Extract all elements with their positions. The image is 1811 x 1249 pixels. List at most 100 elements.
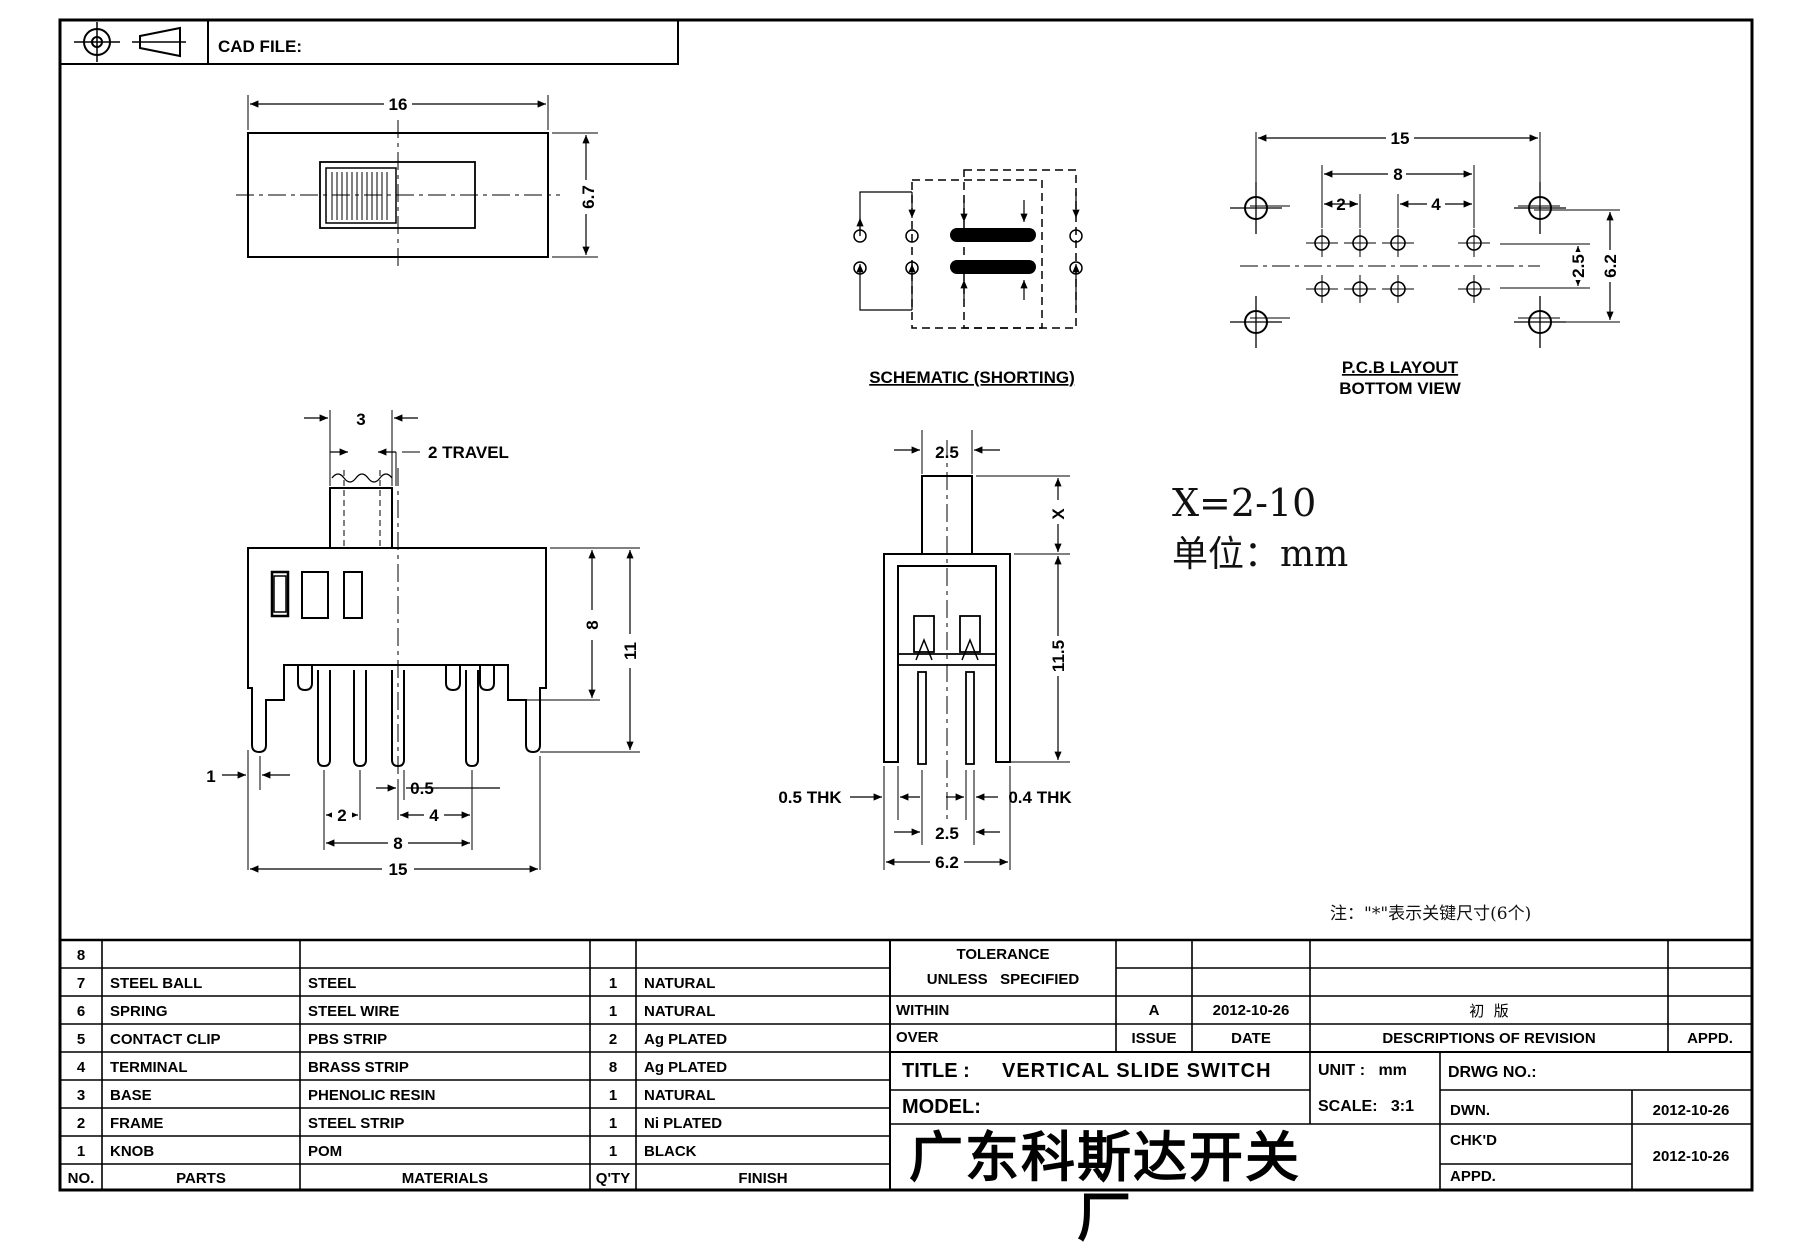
bom-no-cell: 7 [76,975,86,992]
bom-part-cell: FRAME [110,1115,164,1132]
pcb-layout [1240,132,1620,323]
bom-part-cell: SPRING [110,1003,168,1020]
title-value: VERTICAL SLIDE SWITCH [1002,1060,1272,1082]
bom-qty-cell: 1 [608,975,618,992]
pcb-dim-2: 2 [1336,195,1345,214]
revision-issue-label: ISSUE [1131,1030,1177,1047]
bom-finish-cell: NATURAL [644,975,716,992]
title-block: TITLE : VERTICAL SLIDE SWITCH UNIT : mm … [890,1052,1752,1248]
bom-material-cell: PHENOLIC RESIN [308,1087,436,1104]
bom-qty-cell: 2 [608,1031,618,1048]
bom-table-grid [60,938,1752,1190]
bom-finish-cell: BLACK [644,1143,697,1160]
bom-finish-cell: Ag PLATED [644,1031,728,1048]
top-view [236,95,598,270]
table-row: 3 BASE PHENOLIC RESIN 1 NATURAL [60,1080,890,1108]
pcb-dim-8: 8 [1393,165,1402,184]
pcb-dim-2-5: 2.5 [1569,254,1588,278]
scale-field: SCALE: 3:1 [1318,1098,1415,1115]
header-box: CAD FILE: [59,19,679,65]
cad-file-label: CAD FILE: [218,37,302,56]
bom-header-parts: PARTS [176,1170,226,1187]
bom-no-cell: 4 [76,1059,86,1076]
end-dim-x: X [1049,508,1068,520]
dwn-label: DWN. [1450,1102,1490,1119]
bom-no-cell: 3 [76,1087,86,1104]
bom-finish-cell: NATURAL [644,1087,716,1104]
revision-appd-label: APPD. [1687,1030,1733,1047]
bom-part-cell: TERMINAL [110,1059,188,1076]
side-dim-11: 11 [621,642,640,660]
bom-qty-cell: 1 [608,1143,618,1160]
side-dim-2: 2 [337,806,346,825]
key-dimension-note: 注："*"表示关键尺寸(6个) [1330,904,1531,924]
bom-material-cell: STEEL [308,975,357,992]
bom-finish-cell: Ni PLATED [644,1115,723,1132]
bom-finish-cell: Ag PLATED [644,1059,728,1076]
bom-no-cell: 5 [76,1031,86,1048]
unit-note: 单位：mm [1172,534,1348,575]
sheet-border [58,18,1754,1192]
bom-part-cell: KNOB [110,1143,155,1160]
bom-qty-cell: 8 [608,1059,618,1076]
top-dim-height: 6.7 [579,185,598,209]
table-row: 4 TERMINAL BRASS STRIP 8 Ag PLATED [60,1052,890,1080]
side-dim-4: 4 [429,806,439,825]
bom-no-cell: 1 [76,1143,86,1160]
revision-date-label: DATE [1231,1030,1271,1047]
bom-material-cell: POM [308,1143,343,1160]
side-view [222,410,640,873]
pcb-mounting-holes [1230,182,1566,348]
bom-header-finish: FINISH [738,1170,788,1187]
bom-qty-cell: 1 [608,1115,618,1132]
revision-issue-value: A [1148,1002,1160,1019]
side-travel-label: 2 TRAVEL [428,443,509,462]
end-thk-right: 0.4 THK [1008,788,1072,807]
pcb-dim-4: 4 [1431,195,1441,214]
first-angle-projection-icon [74,22,186,62]
bom-qty-cell: 1 [608,1087,618,1104]
revision-grid [890,940,1752,1190]
bom-no-cell: 8 [76,947,86,964]
title-label: TITLE : [902,1060,970,1082]
bom-material-cell: BRASS STRIP [308,1059,409,1076]
company-name: 广东科斯达开关厂 [909,1126,1301,1249]
chkd-label: CHK'D [1450,1132,1497,1149]
tolerance-line1: TOLERANCE [956,946,1050,963]
dwn-date: 2012-10-26 [1652,1102,1730,1119]
bom-no-cell: 6 [76,1003,86,1020]
bom-header-qty: Q'TY [595,1170,631,1187]
end-dim-2-5-top: 2.5 [935,443,959,462]
end-thk-left: 0.5 THK [778,788,842,807]
chk-date: 2012-10-26 [1652,1148,1730,1165]
table-row: 8 [60,940,890,968]
tolerance-block: TOLERANCE UNLESS SPECIFIED WITHIN OVER [890,940,1116,1052]
drwg-no-field: DRWG NO.: [1448,1064,1537,1081]
revision-block: A 2012-10-26 初 版 ISSUE DATE DESCRIPTIONS… [1116,996,1752,1052]
bom-finish-cell: NATURAL [644,1003,716,1020]
revision-desc-label: DESCRIPTIONS OF REVISION [1382,1030,1596,1047]
pcb-dim-6-2: 6.2 [1601,254,1620,278]
tolerance-over: OVER [896,1029,939,1046]
unit-field: UNIT : mm [1318,1062,1407,1079]
end-dim-2-5-bottom: 2.5 [935,824,959,843]
bom-part-cell: CONTACT CLIP [110,1031,221,1048]
schematic-diagram [853,169,1083,329]
bom-header-no: NO. [67,1170,95,1187]
end-dim-11-5: 11.5 [1049,640,1068,672]
model-field: MODEL: [902,1096,981,1118]
bom-no-cell: 2 [76,1115,86,1132]
side-dim-8b: 8 [393,834,402,853]
x-range-note: X=2-10 [1172,481,1316,525]
bom-material-cell: STEEL STRIP [308,1115,405,1132]
side-dim-0-5: 0.5 [410,779,434,798]
tolerance-line2: UNLESS SPECIFIED [926,971,1080,988]
shorting-contact-bars [950,228,1036,274]
bom-qty-cell: 1 [608,1003,618,1020]
schematic-caption: SCHEMATIC (SHORTING) [869,368,1075,387]
bom-part-cell: BASE [110,1087,152,1104]
